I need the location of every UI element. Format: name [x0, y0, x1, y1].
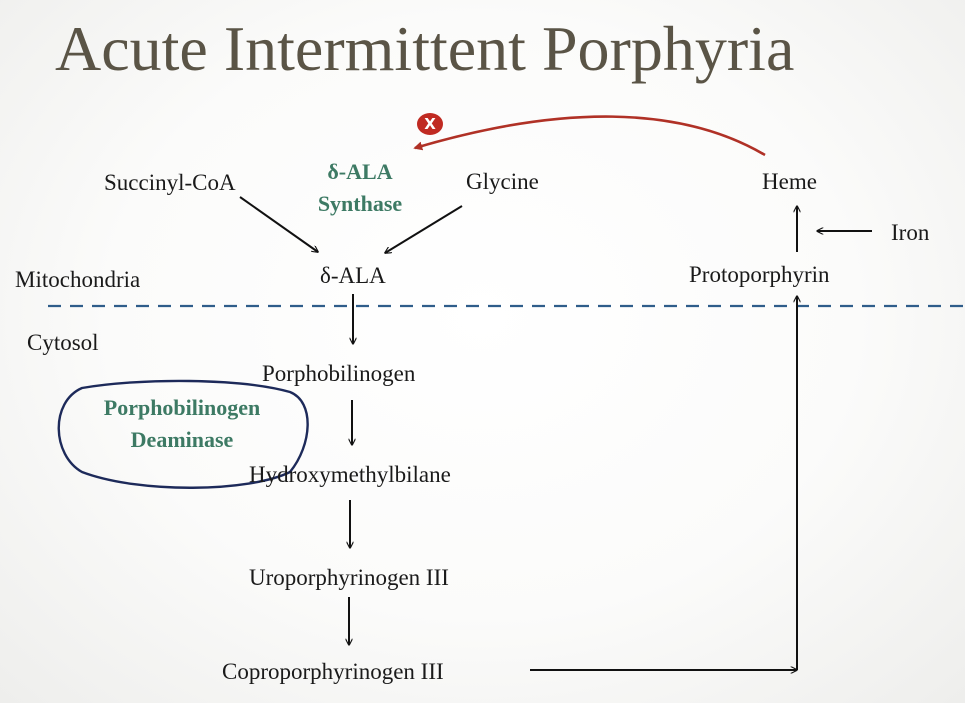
- feedback-inhibition-arrow: [413, 115, 766, 157]
- label-glycine: Glycine: [466, 169, 539, 194]
- enzyme-pbg-deaminase: Porphobilinogen Deaminase: [72, 392, 292, 456]
- glycine-arrow: [385, 205, 463, 253]
- enzyme-highlight-circle: [57, 379, 309, 489]
- inhibition-x-icon: X: [417, 113, 443, 135]
- label-coproporphyrinogen: Coproporphyrinogen III: [222, 659, 444, 684]
- enzyme-pbg-deaminase-line-2: Deaminase: [130, 427, 234, 452]
- label-hydroxymethylbilane: Hydroxymethylbilane: [249, 462, 451, 487]
- label-delta-ala: δ-ALA: [320, 263, 386, 288]
- enzyme-ala-synthase-line-2: Synthase: [317, 191, 403, 216]
- enzyme-pbg-deaminase-line-1: Porphobilinogen: [103, 395, 261, 420]
- label-iron: Iron: [891, 220, 930, 245]
- page-title: Acute Intermittent Porphyria: [55, 13, 795, 84]
- label-succinyl-coa: Succinyl-CoA: [104, 170, 236, 195]
- enzyme-ala-synthase: δ-ALA Synthase: [292, 156, 428, 220]
- label-protoporphyrin: Protoporphyrin: [689, 262, 830, 287]
- label-mitochondria: Mitochondria: [15, 267, 141, 292]
- label-cytosol: Cytosol: [27, 330, 99, 355]
- enzyme-ala-synthase-line-1: δ-ALA: [327, 159, 393, 184]
- label-uroporphyrinogen: Uroporphyrinogen III: [249, 565, 449, 590]
- label-heme: Heme: [762, 169, 817, 194]
- label-porphobilinogen: Porphobilinogen: [262, 361, 416, 386]
- succinyl-coa-arrow: [239, 196, 318, 252]
